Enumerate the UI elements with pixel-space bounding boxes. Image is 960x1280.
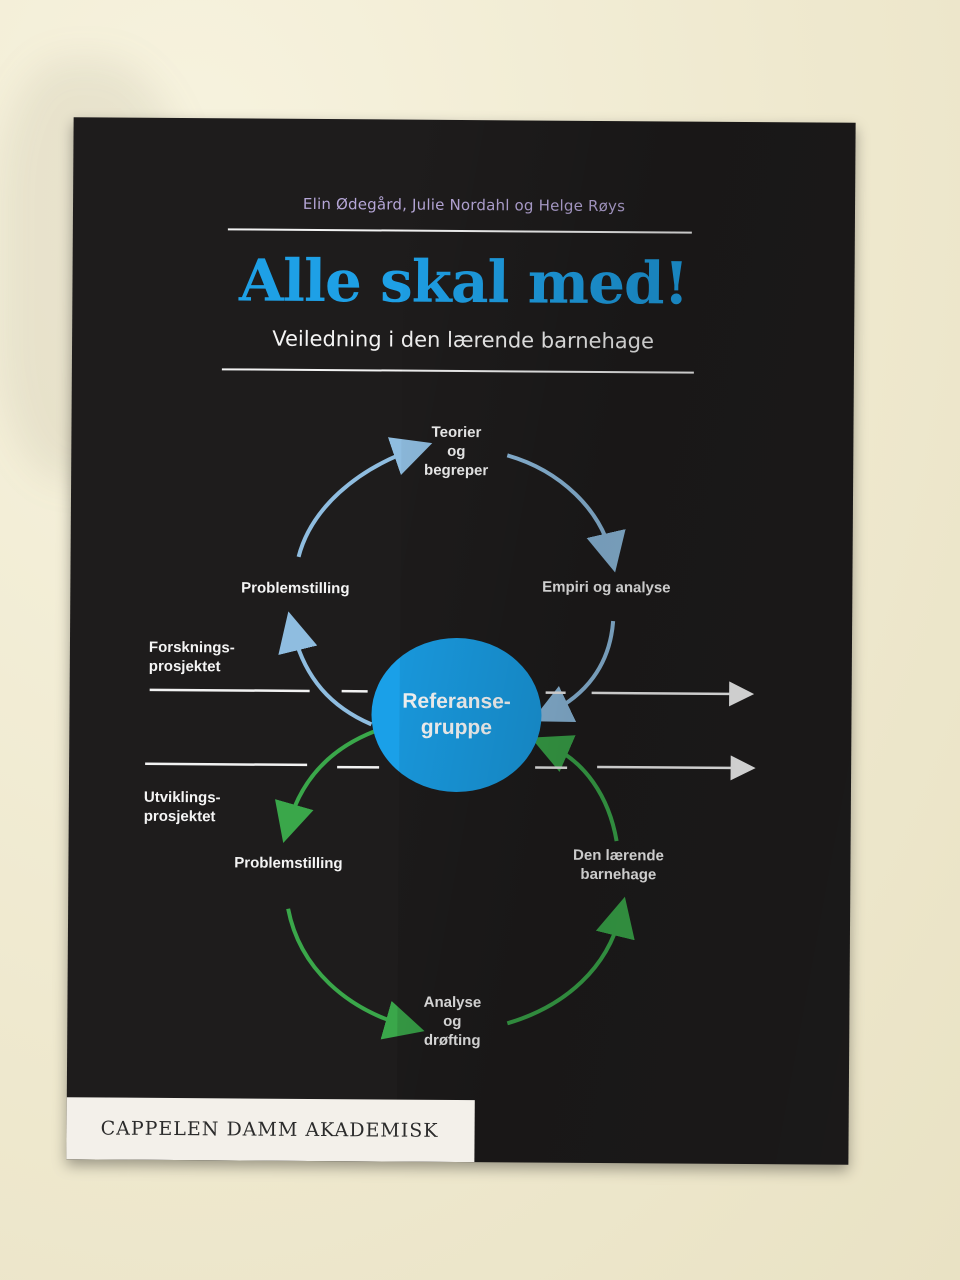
label-analysis: Analyse og drøfting xyxy=(423,993,482,1050)
research-line-right xyxy=(591,681,755,707)
arrow-empiri-to-center xyxy=(531,620,616,723)
label-empiri: Empiri og analyse xyxy=(542,578,671,597)
arrow-center-to-problem xyxy=(278,611,373,727)
label-learning-kindergarten: Den lærende barnehage xyxy=(573,846,664,884)
label-research-project: Forsknings- prosjektet xyxy=(148,638,235,676)
development-line-left xyxy=(145,762,308,767)
development-line-right xyxy=(597,755,756,781)
label-problem-research: Problemstilling xyxy=(241,579,350,598)
publisher-name: CAPPELEN DAMM AKADEMISK xyxy=(100,1117,439,1142)
label-problem-development: Problemstilling xyxy=(234,854,343,873)
research-line-left xyxy=(149,688,310,693)
arrow-problem-to-theory xyxy=(296,437,433,558)
label-theory: Teorier og begreper xyxy=(424,423,489,480)
arrow-theory-to-empiri xyxy=(506,453,626,573)
cycle-diagram xyxy=(145,437,756,1040)
arrow-barnehage-to-center xyxy=(530,735,619,842)
book-cover: Elin Ødegård, Julie Nordahl og Helge Røy… xyxy=(66,117,856,1165)
arrow-analysis-to-barnehage xyxy=(506,896,635,1026)
publisher-band: CAPPELEN DAMM AKADEMISK xyxy=(66,1097,475,1163)
label-development-project: Utviklings- prosjektet xyxy=(143,788,221,826)
arrow-problem2-to-analysis xyxy=(286,908,425,1040)
arrow-center-to-problem2 xyxy=(275,729,376,844)
reference-group-circle: Referanse- gruppe xyxy=(370,637,543,793)
reference-group-label: Referanse- gruppe xyxy=(402,689,511,740)
